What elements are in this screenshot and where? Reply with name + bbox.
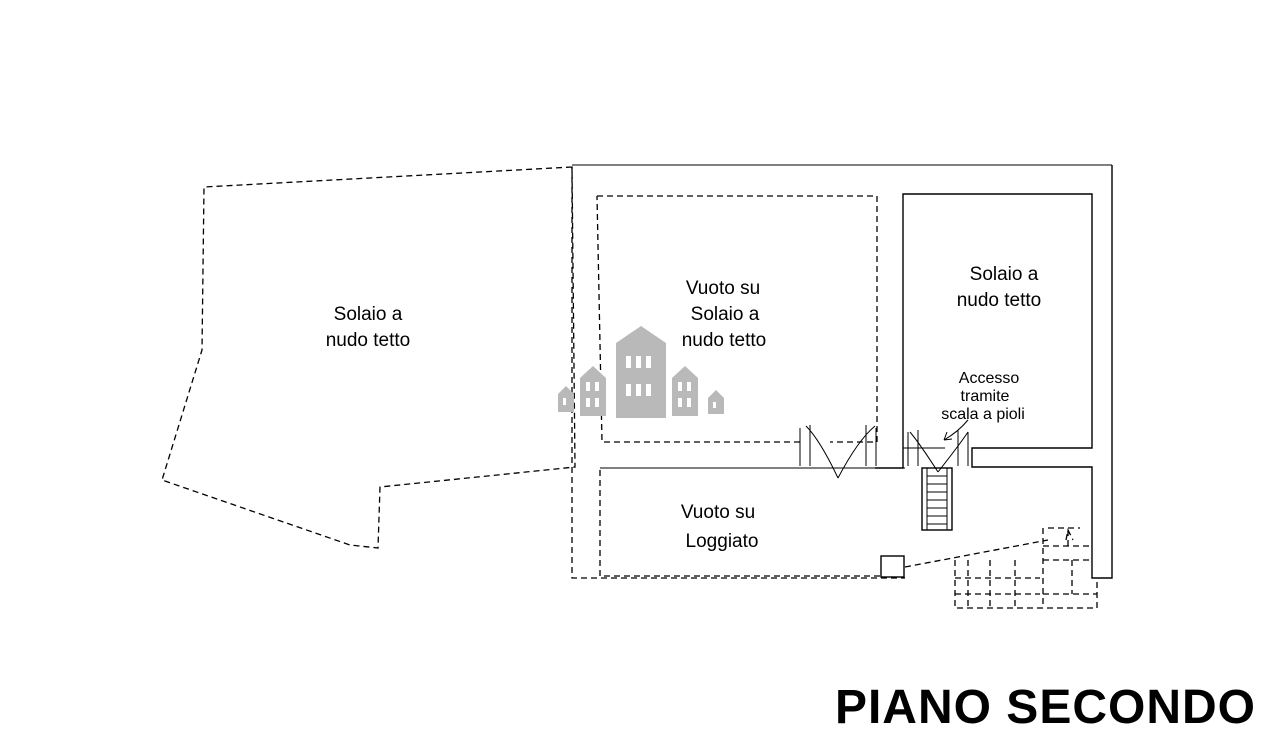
label-right-line2: nudo tetto [957, 290, 1042, 311]
roof-slope-line [904, 539, 1049, 568]
label-left-line2: nudo tetto [326, 330, 411, 351]
label-center-line1: Vuoto su [686, 278, 760, 299]
access-arrow-icon [943, 419, 969, 441]
left-attic-outline [161, 166, 576, 549]
access-note-line2: tramite [961, 388, 1010, 405]
external-stair [954, 527, 1098, 609]
label-left-line1: Solaio a [334, 304, 403, 325]
floor-title: PIANO SECONDO [834, 681, 1256, 734]
door-swing-right [907, 430, 969, 473]
label-bottom-line1: Vuoto su [681, 502, 755, 523]
label-right-line1: Solaio a [970, 264, 1039, 285]
access-note-line1: Accesso [959, 370, 1020, 387]
label-center-line2: Solaio a [691, 304, 760, 325]
central-block-outline [571, 167, 905, 579]
center-void-outline [596, 195, 878, 443]
loggia-outline [599, 470, 880, 577]
watermark-logo [558, 326, 724, 418]
pillar-square [880, 555, 905, 578]
right-block-outline [875, 165, 1113, 579]
ladder-icon [921, 467, 953, 531]
door-swing-center [799, 425, 877, 479]
label-center-line3: nudo tetto [682, 330, 767, 351]
access-note-line3: scala a pioli [941, 406, 1025, 423]
label-bottom-line2: Loggiato [686, 531, 759, 552]
